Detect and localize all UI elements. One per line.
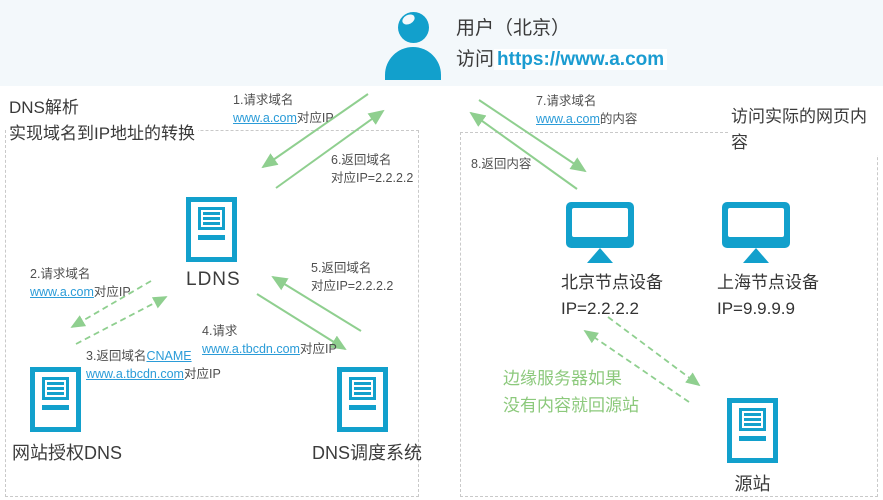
ldns-node: LDNS	[186, 197, 241, 291]
auth-dns-label: 网站授权DNS	[12, 443, 123, 463]
user-icon	[385, 10, 441, 80]
step6-label: 6.返回域名 对应IP=2.2.2.2	[331, 152, 413, 187]
step4-suffix: 对应IP	[299, 341, 337, 356]
auth-dns-server-icon	[30, 367, 81, 432]
step1-suffix: 对应IP	[296, 110, 334, 125]
step3-suffix: 对应IP	[183, 366, 221, 381]
shanghai-node-ip: IP=9.9.9.9	[717, 298, 795, 318]
step1-title: 1.请求域名	[233, 93, 294, 107]
monitor-stand-glyph	[587, 248, 613, 263]
dns-scheduler-label: DNS调度系统	[312, 443, 423, 463]
user-title: 用户（北京）	[456, 18, 571, 39]
user-icon-body	[385, 47, 441, 80]
user-icon-highlight	[400, 12, 417, 27]
shanghai-node-name: 上海节点设备	[717, 273, 819, 292]
step2-domain-link[interactable]: www.a.com	[30, 284, 94, 299]
step8-label: 8.返回内容	[471, 156, 531, 174]
visit-url-link[interactable]: https://www.a.com	[494, 48, 668, 70]
user-icon-head	[398, 12, 429, 43]
ldns-label: LDNS	[186, 269, 241, 290]
step3-title: 3.返回域名	[86, 349, 147, 363]
server-foot-glyph	[198, 235, 225, 240]
beijing-node-ip: IP=2.2.2.2	[561, 298, 639, 318]
server-doc-glyph	[349, 377, 376, 400]
beijing-node-name: 北京节点设备	[561, 273, 663, 292]
step6-line2: 对应IP=2.2.2.2	[331, 170, 414, 185]
ldns-server-icon	[186, 197, 237, 262]
dns-panel-title-line2: 实现域名到IP地址的转换	[9, 123, 196, 143]
step8-title: 8.返回内容	[471, 157, 532, 171]
step4-label: 4.请求 www.a.tbcdn.com对应IP	[202, 323, 337, 358]
origin-server-icon	[727, 398, 778, 463]
server-doc-glyph	[198, 207, 225, 230]
dns-panel-title-line1: DNS解析	[9, 98, 79, 117]
origin-node: 源站	[727, 398, 778, 496]
visit-prefix: 访问	[456, 48, 495, 70]
step7-domain-link[interactable]: www.a.com	[536, 111, 600, 126]
edge-server-note: 边缘服务器如果 没有内容就回源站	[503, 365, 639, 419]
server-foot-glyph	[349, 405, 376, 410]
edge-server-note-line2: 没有内容就回源站	[503, 396, 639, 416]
monitor-screen-glyph	[722, 202, 790, 248]
step1-label: 1.请求域名 www.a.com对应IP	[233, 92, 334, 127]
step7-label: 7.请求域名 www.a.com的内容	[536, 93, 637, 128]
step7-title: 7.请求域名	[536, 94, 597, 108]
auth-dns-node: 网站授权DNS	[12, 367, 142, 465]
step1-domain-link[interactable]: www.a.com	[233, 110, 297, 125]
monitor-stand-glyph	[743, 248, 769, 263]
dns-panel-title: DNS解析 实现域名到IP地址的转换	[6, 95, 199, 146]
step5-title: 5.返回域名	[311, 261, 372, 275]
server-foot-glyph	[739, 436, 766, 441]
origin-label: 源站	[734, 474, 771, 494]
step2-suffix: 对应IP	[93, 284, 131, 299]
step2-label: 2.请求域名 www.a.com对应IP	[30, 266, 131, 301]
shanghai-node: 上海节点设备 IP=9.9.9.9	[717, 202, 837, 321]
beijing-monitor-icon	[566, 202, 634, 263]
step2-title: 2.请求域名	[30, 267, 91, 281]
shanghai-monitor-icon	[722, 202, 790, 263]
dns-scheduler-server-icon	[337, 367, 388, 432]
step3-label: 3.返回域名CNAME www.a.tbcdn.com对应IP	[86, 348, 221, 383]
step3-cname-link[interactable]: CNAME	[146, 349, 192, 363]
dns-scheduler-node: DNS调度系统	[312, 367, 442, 465]
beijing-node: 北京节点设备 IP=2.2.2.2	[561, 202, 681, 321]
step6-title: 6.返回域名	[331, 153, 392, 167]
monitor-screen-glyph	[566, 202, 634, 248]
step3-domain-link[interactable]: www.a.tbcdn.com	[86, 366, 184, 381]
server-doc-glyph	[739, 408, 766, 431]
server-foot-glyph	[42, 405, 69, 410]
content-panel-title: 访问实际的网页内容	[728, 104, 883, 155]
step5-label: 5.返回域名 对应IP=2.2.2.2	[311, 260, 393, 295]
step5-line2: 对应IP=2.2.2.2	[311, 278, 394, 293]
edge-server-note-line1: 边缘服务器如果	[503, 369, 622, 388]
step4-domain-link[interactable]: www.a.tbcdn.com	[202, 341, 300, 356]
step7-suffix: 的内容	[599, 111, 638, 126]
dns-resolution-panel	[5, 130, 419, 497]
server-doc-glyph	[42, 377, 69, 400]
web-content-panel	[460, 132, 878, 497]
step4-title: 4.请求	[202, 324, 238, 338]
